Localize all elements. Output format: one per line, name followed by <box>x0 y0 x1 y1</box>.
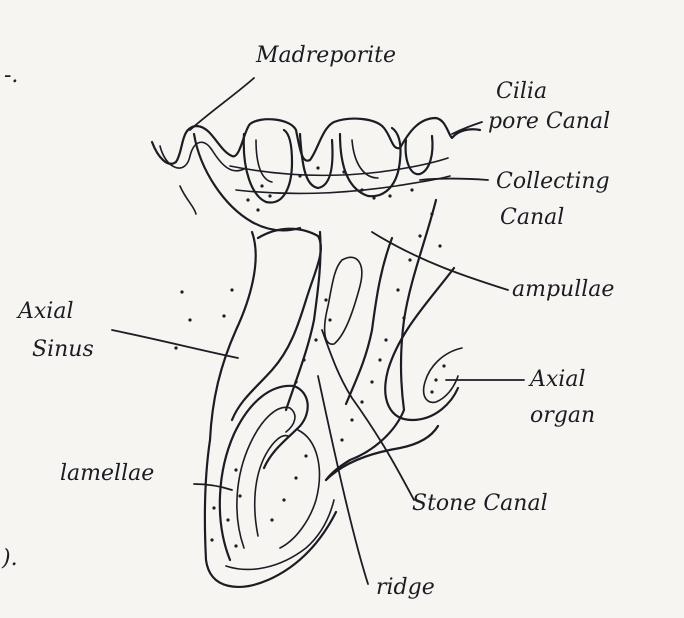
pore-canal-inner-1 <box>256 140 272 182</box>
right-body-wall <box>326 200 436 480</box>
axial-organ-outline <box>385 268 458 420</box>
leader-madreporite <box>190 78 254 130</box>
edge-mark-top-left: -. <box>4 63 18 88</box>
edge-mark-bottom-left: ). <box>1 546 18 571</box>
label-madreporite: Madreporite <box>255 43 396 68</box>
label-collecting-canal-line1: Collecting <box>496 169 610 194</box>
axial-sinus-wall <box>205 232 336 587</box>
leader-lamellae <box>194 484 232 490</box>
leader-ampullae <box>372 232 508 290</box>
leader-cilia-pore-canal <box>452 122 482 134</box>
stone-canal-lumen <box>325 257 362 344</box>
leader-axial-sinus <box>112 330 238 358</box>
leader-collecting-canal <box>420 179 488 181</box>
lower-body-fold <box>326 426 438 480</box>
label-cilia: Cilia <box>496 79 547 104</box>
lamellae-bottom <box>226 500 334 569</box>
label-axial-organ-line2: organ <box>530 403 595 428</box>
label-axial-sinus-line1: Axial <box>16 299 73 324</box>
collecting-canal-lower <box>236 176 450 193</box>
stipple-dots <box>174 166 445 547</box>
label-axial-organ-line1: Axial <box>528 367 585 392</box>
label-lamellae: lamellae <box>60 461 154 486</box>
label-ampullae: ampullae <box>512 277 614 302</box>
lamellae-fold-mid <box>237 407 295 548</box>
label-collecting-canal-line2: Canal <box>500 205 564 230</box>
lamellae-inner-wall <box>280 430 319 548</box>
label-axial-sinus-line2: Sinus <box>32 337 94 362</box>
stone-canal-outer-left <box>286 232 321 410</box>
axial-organ-inner <box>424 348 462 402</box>
label-pore-canal: pore Canal <box>488 109 610 134</box>
body-outline-left <box>194 134 300 230</box>
axial-sinus-inner-wall <box>232 229 321 420</box>
label-ridge: ridge <box>376 575 435 600</box>
body-outline-left-inner <box>180 186 196 214</box>
label-stone-canal: Stone Canal <box>412 491 548 516</box>
pore-canal-bulb-4 <box>406 136 433 174</box>
